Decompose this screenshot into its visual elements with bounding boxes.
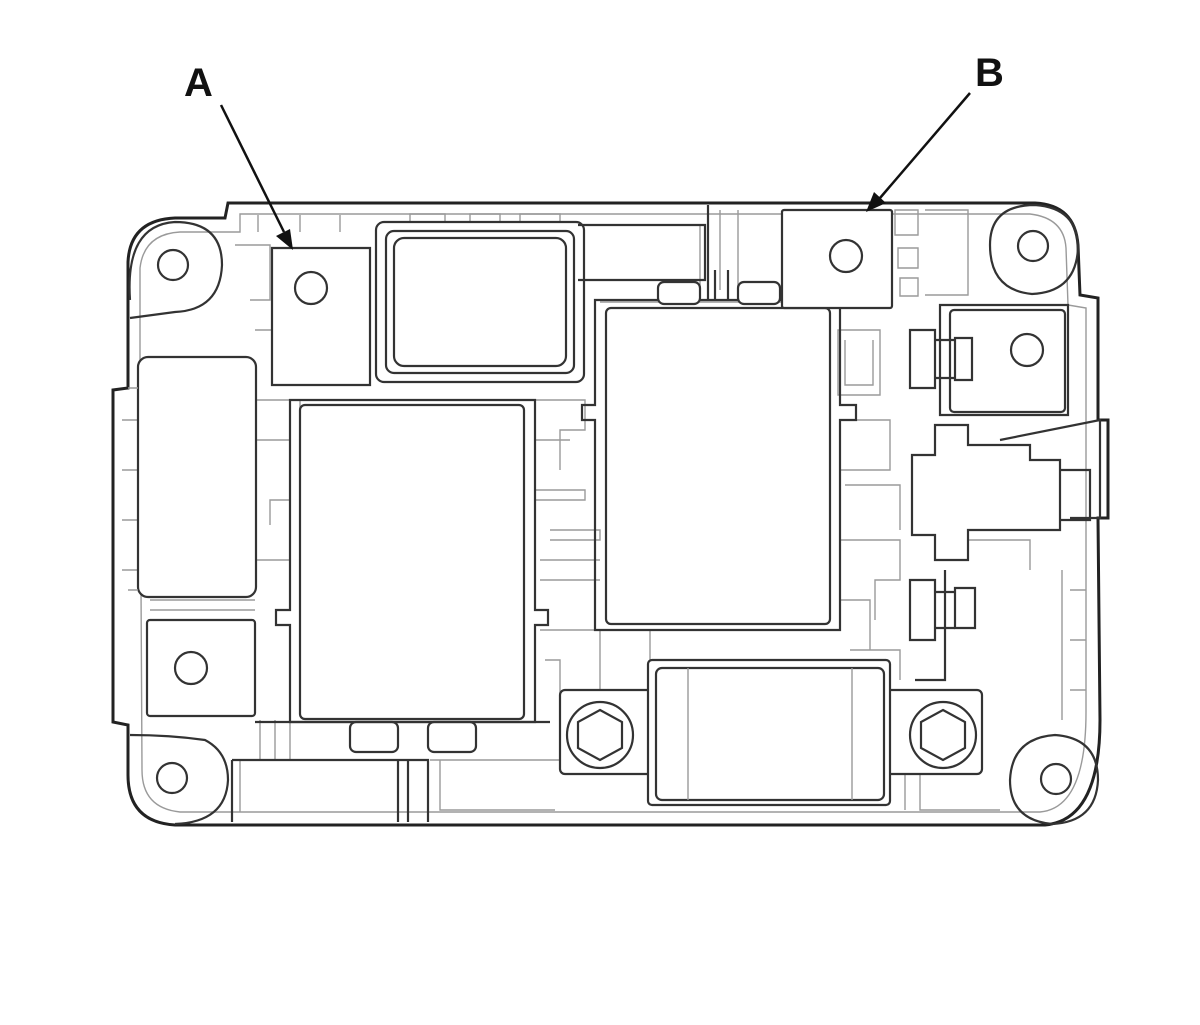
terminal-a-bracket (270, 246, 372, 387)
callout-a-label: A (184, 61, 213, 105)
center-left-relay (255, 398, 550, 754)
callout-a: A (184, 61, 293, 250)
bottom-main-fuse (558, 658, 984, 807)
bottom-left-lower-slot (230, 758, 430, 822)
bottom-left-terminal-bracket (145, 618, 257, 718)
mounting-boss-top-right (988, 203, 1080, 296)
terminal-b-bracket (780, 208, 894, 310)
left-relay (128, 355, 258, 599)
center-right-relay (578, 205, 858, 632)
callout-b-label: B (975, 51, 1004, 95)
right-lower-terminal (908, 570, 977, 682)
mounting-boss-bottom-right (1008, 733, 1100, 826)
mounting-boss-top-left (128, 220, 224, 320)
top-center-fuse (374, 220, 586, 384)
callout-b-leader (879, 92, 971, 199)
callout-a-leader (219, 104, 286, 233)
right-side-connector (910, 418, 1102, 562)
callout-b-arrowhead (866, 192, 886, 212)
callout-b: B (866, 51, 1004, 212)
callout-a-arrowhead (276, 229, 293, 250)
right-upper-terminal (908, 303, 1070, 417)
mounting-boss-bottom-left (129, 733, 230, 826)
